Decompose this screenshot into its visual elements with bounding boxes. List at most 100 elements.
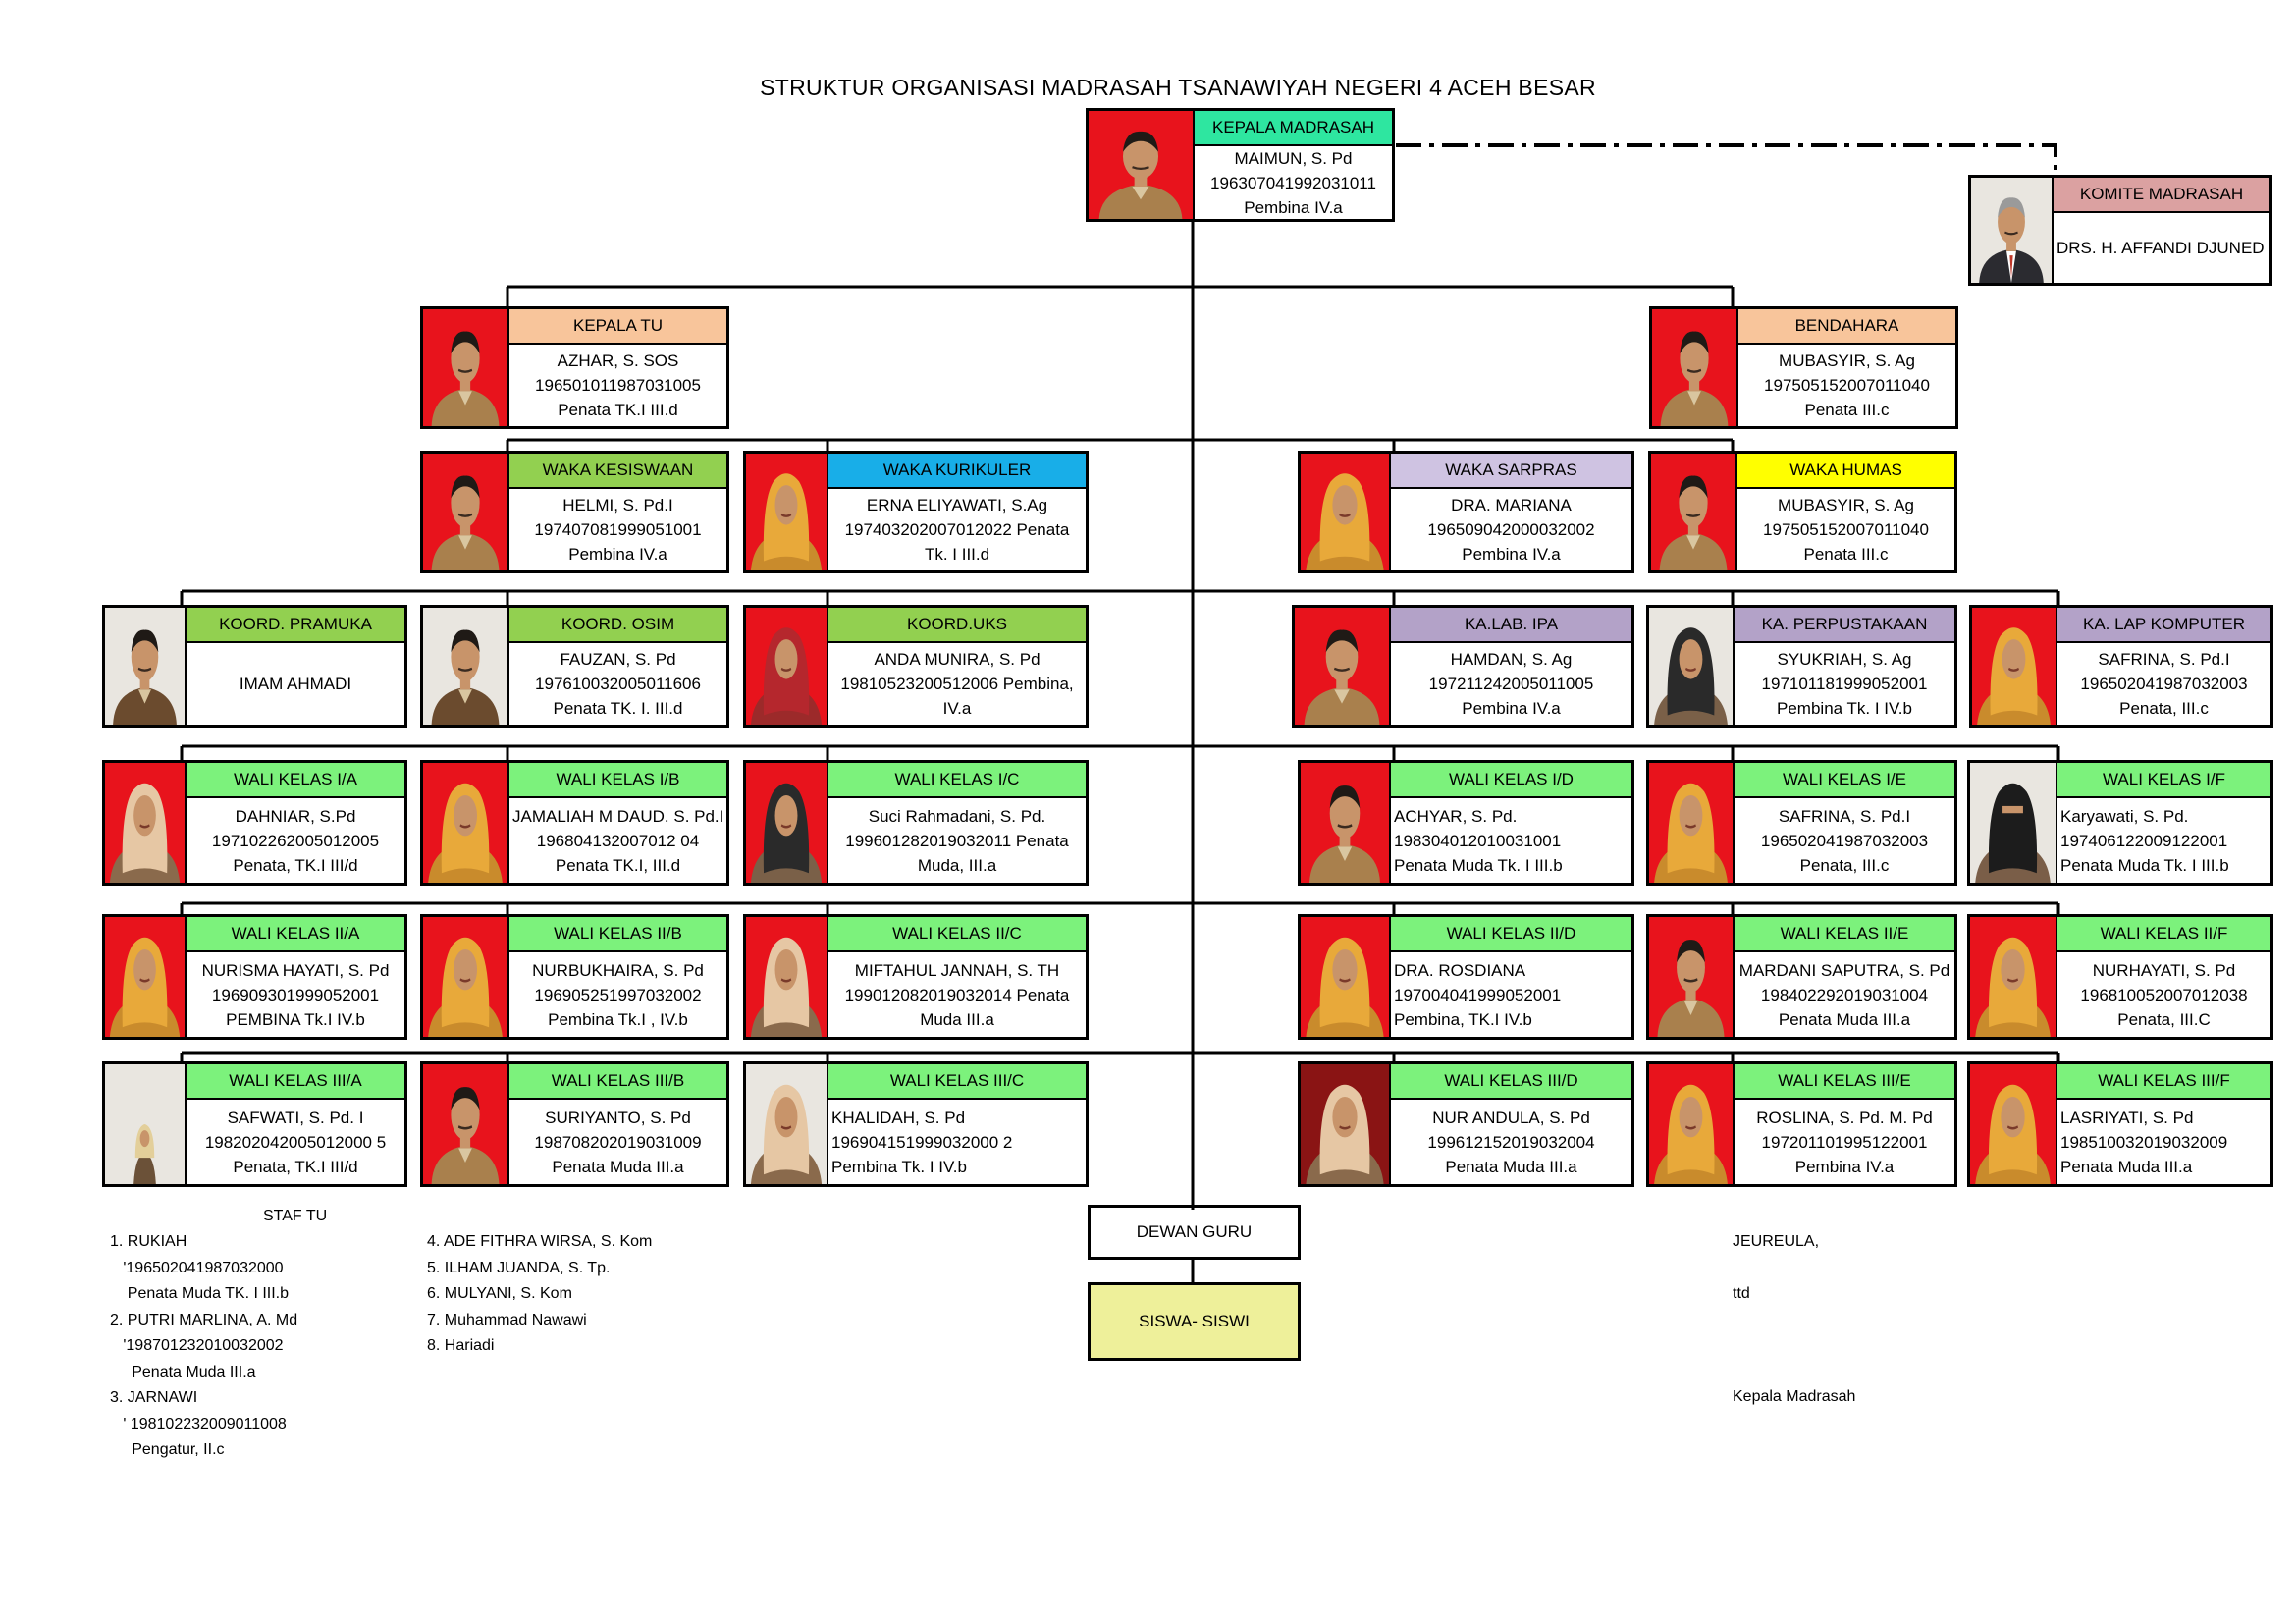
chart-title: STRUKTUR ORGANISASI MADRASAH TSANAWIYAH … [760,75,1596,100]
person-nip: 196909301999052001 [211,985,380,1004]
person-details: IMAM AHMADI [187,643,404,725]
person-name: ACHYAR, S. Pd. [1394,806,1518,826]
person-photo [105,763,187,883]
position-title: WALI KELAS III/D [1391,1064,1631,1100]
person-rank: Penata Muda III.a [1778,1009,1911,1029]
person-photo [423,309,509,426]
person-rank: Pembina, TK.I IV.b [1394,1009,1532,1029]
person-nip: 198202042005012000 5 [204,1132,387,1152]
person-rank: Pembina IV.a [1462,699,1561,718]
staff-heading: STAF TU [263,1208,328,1224]
position-title: WALI KELAS III/B [509,1064,726,1100]
siswa-label: SISWA- SISWI [1139,1312,1250,1330]
person-nip: 198708202019031009 [534,1132,702,1152]
person-name: SAFRINA, S. Pd.I [1778,806,1911,826]
position-title: WAKA SARPRAS [1391,454,1631,489]
person-name: Suci Rahmadani, S. Pd. [868,806,1046,826]
position-title: WALI KELAS I/D [1391,763,1631,798]
person-name: NURHAYATI, S. Pd [2092,960,2236,980]
person-rank: Penata Muda III.a [2060,1157,2193,1176]
position-title: WALI KELAS II/B [509,917,726,952]
person-photo [746,763,828,883]
person-photo [1970,917,2057,1037]
dewan-guru-label: DEWAN GURU [1136,1222,1253,1241]
person-nip: 19810523200512006 Pembina, [840,675,1074,693]
person-photo [423,1064,509,1184]
person-photo [1972,608,2057,725]
person-rank: PEMBINA Tk.I IV.b [226,1009,365,1029]
person-photo [1649,917,1735,1037]
person-nip: 196502041987032003 [1760,831,1929,850]
position-title: WAKA KURIKULER [828,454,1086,489]
position-title: WALI KELAS I/E [1735,763,1954,798]
person-rank: Penata, III.c [2119,699,2209,718]
person-name: NURISMA HAYATI, S. Pd [201,960,390,980]
position-title: KEPALA TU [509,309,726,345]
person-rank: Penata TK.I III.d [558,401,678,419]
person-photo [423,763,509,883]
signature-place: JEUREULA, [1733,1233,1820,1250]
staff-list-col1: 1. RUKIAH '196502041987032000 Penata Mud… [110,1233,298,1458]
person-photo [1301,1064,1391,1184]
person-name: KHALIDAH, S. Pd [831,1108,966,1127]
person-rank: Penata Muda III.a [552,1157,684,1176]
person-name: SYUKRIAH, S. Ag [1777,650,1912,669]
person-rank: Pembina IV.a [568,545,667,564]
person-nip: 197101181999052001 [1761,675,1928,693]
person-nip: 197201101995122001 [1761,1132,1928,1152]
person-nip: 197403202007012022 Penata [844,520,1070,539]
person-nip: 196905251997032002 [534,985,702,1004]
person-rank: Pembina Tk. I IV.b [1777,699,1912,718]
person-rank: Pembina IV.a [1794,1157,1895,1176]
person-rank: Penata Muda Tk. I III.b [1394,855,1563,875]
position-title: KOORD.UKS [828,608,1086,643]
person-photo [1301,763,1391,883]
position-title: WALI KELAS III/C [828,1064,1086,1100]
person-nip: 198402292019031004 [1760,985,1929,1004]
person-name: SURIYANTO, S. Pd [545,1108,691,1127]
position-title: WALI KELAS II/E [1735,917,1954,952]
person-photo [746,608,828,725]
person-name: NUR ANDULA, S. Pd [1432,1108,1590,1127]
person-photo [1970,763,2057,883]
position-title: WAKA KESISWAAN [509,454,726,489]
person-photo [1301,454,1391,570]
position-title: KEPALA MADRASAH [1195,111,1392,146]
person-name: MIFTAHUL JANNAH, S. TH [854,960,1060,980]
person-nip: 196307041992031011 [1210,173,1376,192]
position-title: WALI KELAS III/E [1735,1064,1954,1100]
person-photo [1089,111,1195,219]
person-nip: 196502041987032003 [2080,675,2248,693]
